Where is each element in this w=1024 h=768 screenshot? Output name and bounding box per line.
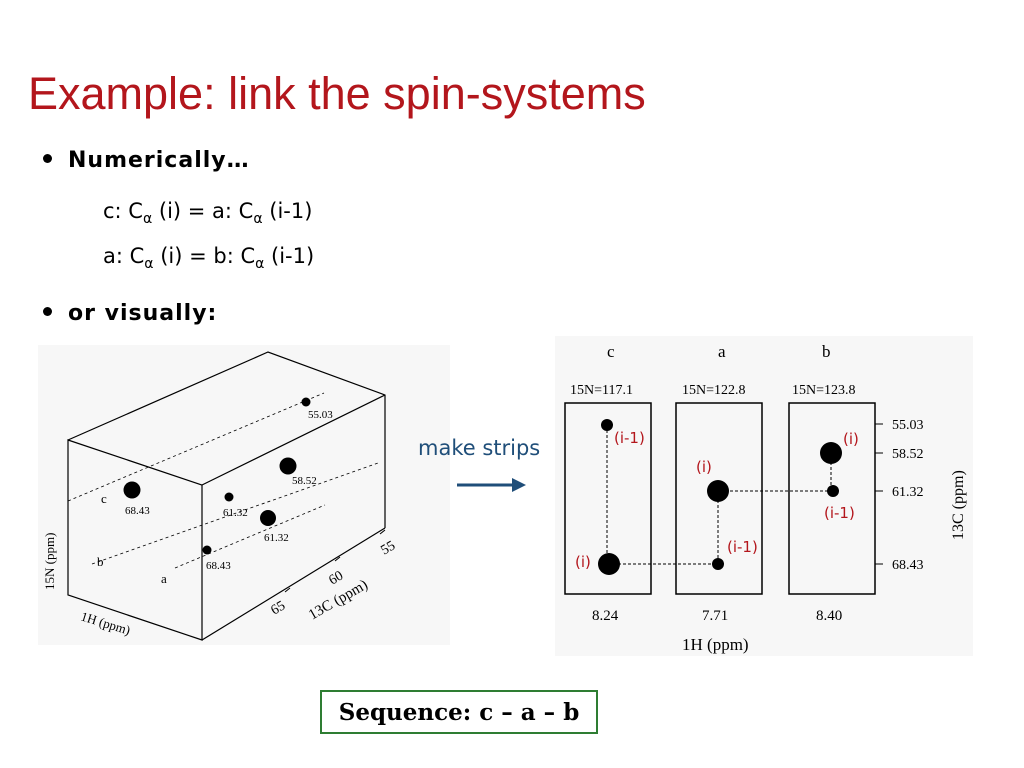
eq2-left-index: (i) = bbox=[153, 244, 214, 268]
cube-bottom-edge bbox=[201, 527, 386, 641]
strip-peak bbox=[598, 553, 620, 575]
cube-axis-n: 15N (ppm) bbox=[42, 533, 57, 590]
strip-h-value: 8.40 bbox=[816, 608, 842, 624]
c-axis-tick-label: 58.52 bbox=[892, 447, 924, 462]
peak-line-b bbox=[91, 462, 379, 565]
strip-h-value: 8.24 bbox=[592, 608, 619, 624]
eq2-right-residue: b: C bbox=[213, 244, 256, 268]
eq2-left-sub: α bbox=[144, 256, 154, 273]
eq2-right-sub: α bbox=[255, 256, 265, 273]
cube-peak-label: 61.32 bbox=[223, 507, 248, 519]
eq1-right-residue: a: C bbox=[212, 199, 254, 223]
bullet-visually-text: or visually: bbox=[68, 301, 218, 326]
peak-line-c bbox=[67, 392, 325, 502]
annotation-i-minus-1: (i-1) bbox=[727, 538, 758, 556]
c-tick bbox=[379, 529, 386, 535]
c-tick bbox=[334, 556, 341, 562]
annotation-i: (i) bbox=[696, 458, 712, 476]
sequence-box: Sequence: c – a – b bbox=[320, 690, 598, 734]
strip-h-value: 7.71 bbox=[702, 608, 728, 624]
strip-n-value: 15N=123.8 bbox=[792, 383, 856, 398]
strip-frame-b bbox=[788, 402, 876, 595]
cube-c-tick-label: 55 bbox=[379, 538, 399, 558]
bullet-dot bbox=[43, 306, 52, 316]
cube-peak-label: 68.43 bbox=[125, 505, 150, 517]
annotation-i-minus-1: (i-1) bbox=[824, 504, 855, 522]
annotation-i-minus-1: (i-1) bbox=[614, 429, 645, 447]
equation-2: a: Cα (i) = b: Cα (i-1) bbox=[103, 244, 314, 272]
strip-n-value: 15N=117.1 bbox=[570, 383, 633, 398]
cube-c-tick-label: 65 bbox=[269, 598, 289, 618]
eq1-left-index: (i) = bbox=[152, 199, 213, 223]
strip-background bbox=[555, 336, 973, 656]
strip-figure: c a b 15N=117.1 15N=122.8 15N=123.8 55.0… bbox=[555, 336, 973, 656]
make-strips-label: make strips bbox=[418, 436, 540, 460]
cube-peak bbox=[260, 510, 276, 526]
eq2-right-index: (i-1) bbox=[264, 244, 315, 268]
c-axis-tick-label: 68.43 bbox=[892, 558, 924, 573]
strip-peak bbox=[601, 419, 613, 431]
cube-peak bbox=[301, 397, 311, 407]
strip-n-value: 15N=122.8 bbox=[682, 383, 746, 398]
cube-c-tick-label: 60 bbox=[327, 568, 347, 588]
cube-peak bbox=[224, 492, 234, 502]
strip-frame-c bbox=[564, 402, 652, 595]
annotation-i: (i) bbox=[575, 553, 591, 571]
cube-peak-label: 55.03 bbox=[308, 409, 333, 421]
cube-back-edges bbox=[67, 351, 386, 528]
cube-row-label-a: a bbox=[161, 571, 167, 586]
bullet-numerically-text: Numerically… bbox=[68, 148, 250, 173]
cube-row-label-c: c bbox=[101, 491, 107, 506]
bullet-numerically: Numerically… bbox=[43, 148, 250, 173]
strip-frame-a bbox=[675, 402, 763, 595]
cube-peak-label: 68.43 bbox=[206, 560, 231, 572]
c-axis-tick-label: 61.32 bbox=[892, 485, 924, 500]
strip-peak bbox=[827, 485, 839, 497]
bullet-dot bbox=[43, 153, 52, 163]
strip-peak bbox=[712, 558, 724, 570]
slide-title: Example: link the spin-systems bbox=[28, 68, 646, 119]
strip-axis-c: 13C (ppm) bbox=[950, 470, 967, 540]
strip-peak bbox=[707, 480, 729, 502]
eq1-left-residue: c: C bbox=[103, 199, 143, 223]
cube-top-edge bbox=[201, 394, 386, 486]
strip-column-name: a bbox=[718, 342, 726, 361]
eq1-left-sub: α bbox=[142, 211, 153, 228]
cube-peak bbox=[279, 457, 297, 475]
annotation-i: (i) bbox=[843, 430, 859, 448]
cube-peak bbox=[202, 545, 212, 555]
sequence-text: Sequence: c – a – b bbox=[338, 698, 580, 726]
cube-peak-label: 58.52 bbox=[292, 475, 317, 487]
c-tick bbox=[284, 587, 291, 593]
strip-axis-h: 1H (ppm) bbox=[682, 635, 749, 654]
strip-peak bbox=[820, 442, 842, 464]
equation-1: c: Cα (i) = a: Cα (i-1) bbox=[103, 199, 312, 227]
eq2-left-residue: a: C bbox=[103, 244, 145, 268]
eq1-right-index: (i-1) bbox=[262, 199, 313, 223]
strip-column-name: c bbox=[607, 342, 615, 361]
arrow-head-icon bbox=[512, 478, 526, 492]
strip-column-name: b bbox=[822, 342, 831, 361]
eq1-right-sub: α bbox=[253, 211, 263, 228]
bullet-visually: or visually: bbox=[43, 301, 217, 326]
c-axis-tick-label: 55.03 bbox=[892, 418, 924, 433]
cube-row-label-b: b bbox=[97, 554, 104, 569]
cube-background bbox=[38, 345, 450, 645]
cube-figure: 55.03 58.52 68.43 61.32 61.32 68.43 c b … bbox=[38, 345, 450, 645]
cube-peak bbox=[123, 481, 141, 499]
cube-peak-label: 61.32 bbox=[264, 532, 289, 544]
